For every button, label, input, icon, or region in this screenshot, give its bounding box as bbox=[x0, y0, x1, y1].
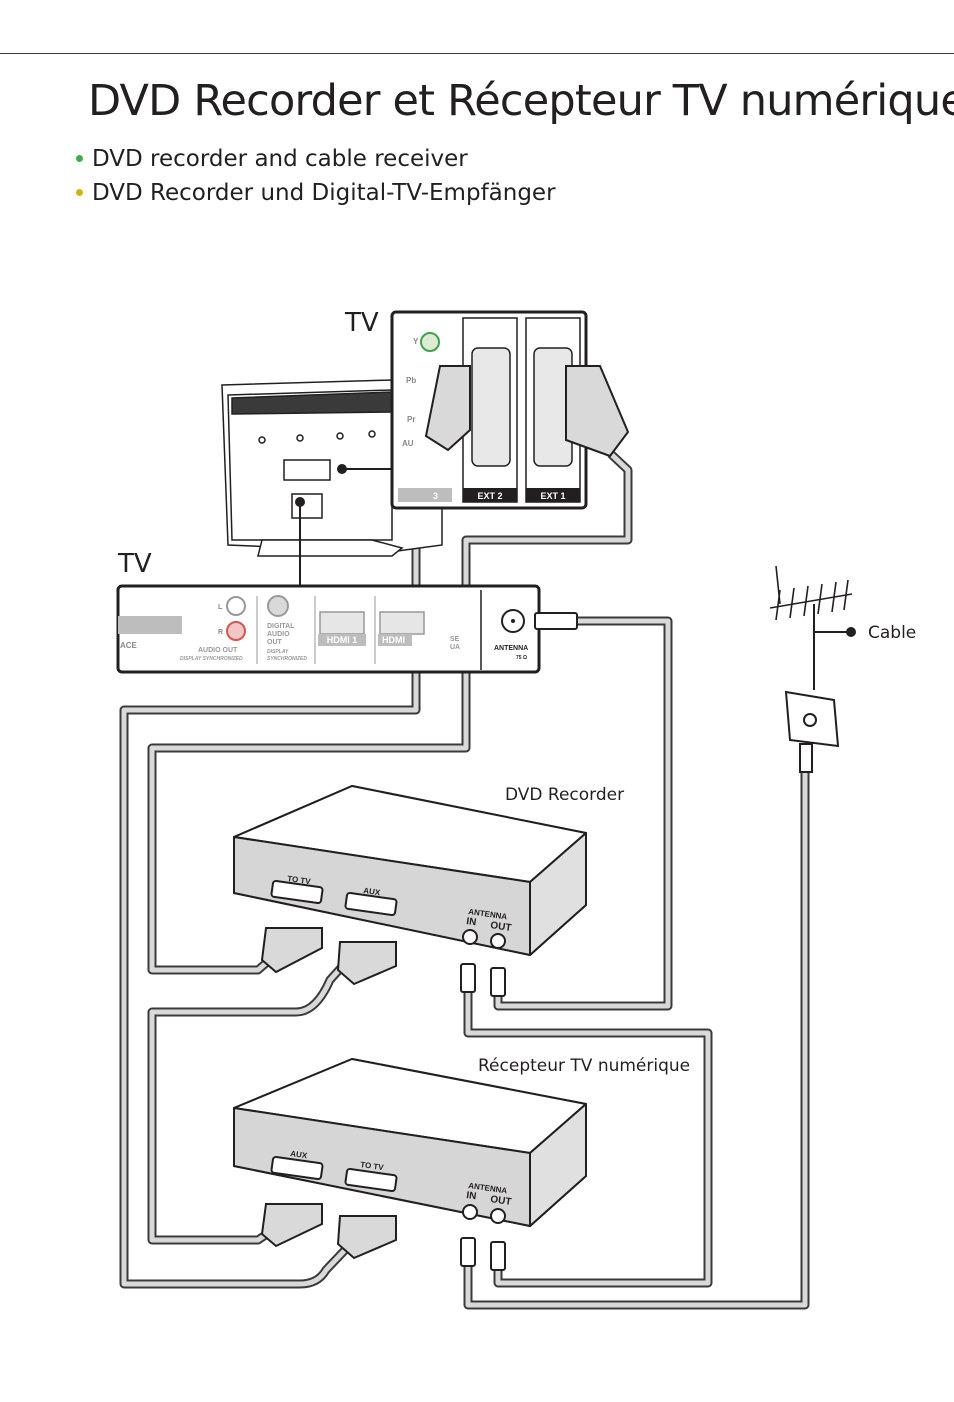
receiver-antenna-out-plug bbox=[490, 1241, 506, 1271]
hdmi2-label: HDMI bbox=[382, 635, 405, 645]
ext3-label: 3 bbox=[433, 491, 438, 501]
bullet-text-english: DVD recorder and cable receiver bbox=[92, 146, 468, 172]
dvd-scart-to-tv-label: TO TV bbox=[287, 874, 312, 886]
cable-callout-dot bbox=[846, 627, 856, 637]
dvd-recorder-label: DVD Recorder bbox=[505, 785, 624, 805]
page-title: DVD Recorder et Récepteur TV numérique bbox=[88, 76, 954, 126]
receiver-antenna-in-label: IN bbox=[466, 1190, 477, 1202]
receiver-box bbox=[233, 1058, 587, 1227]
hdmi1-label: HDMI 1 bbox=[327, 635, 358, 645]
aerial-icon bbox=[769, 565, 853, 690]
hdmi2-port bbox=[379, 611, 425, 635]
top-rule bbox=[0, 53, 954, 54]
cable-label: Cable bbox=[868, 623, 916, 643]
ext2-label-bg bbox=[463, 488, 517, 502]
audio-l-jack bbox=[226, 596, 246, 616]
digital-audio-label-2: AUDIO bbox=[267, 631, 290, 638]
dvd-recorder-box bbox=[233, 785, 587, 956]
bullet-item-english: DVD recorder and cable receiver bbox=[76, 142, 556, 176]
dvd-antenna-out-plug bbox=[490, 967, 506, 997]
component-pb-label: Pb bbox=[406, 376, 416, 385]
digital-audio-label-1: DIGITAL bbox=[267, 623, 295, 630]
hdmi1-port bbox=[319, 611, 365, 635]
tv-rear-illustration bbox=[221, 379, 443, 557]
display-sync-label-2b: SYNCHRONIZED bbox=[267, 656, 307, 662]
tv-back-panel: Y Pb Pr AU 3 EXT 2 EXT 1 bbox=[390, 310, 630, 510]
dvd-antenna-out-label: OUT bbox=[490, 920, 512, 934]
bullet-dot-icon bbox=[76, 189, 83, 196]
dvd-scart-aux-label: AUX bbox=[363, 886, 382, 897]
receiver-scart-aux-label: AUX bbox=[290, 1149, 309, 1160]
audio-r-label: R bbox=[218, 629, 223, 636]
ext3-label-bg bbox=[398, 488, 452, 502]
receiver-scart-to-tv-label: TO TV bbox=[360, 1160, 385, 1172]
dvd-scart-plug-1-icon bbox=[260, 927, 323, 974]
dvd-scart-plug-2-icon bbox=[336, 941, 397, 986]
bullet-list: DVD recorder and cable receiver DVD Reco… bbox=[76, 142, 556, 210]
hdmi2-label-bg bbox=[378, 634, 412, 646]
scart-plug-ext1-icon bbox=[565, 365, 630, 458]
tv-callout-dot-1 bbox=[337, 464, 347, 474]
receiver-antenna-in-plug bbox=[460, 1237, 476, 1267]
tv-label-top: TV bbox=[344, 308, 379, 338]
cables bbox=[119, 441, 810, 1310]
audio-l-label: L bbox=[218, 604, 223, 611]
tv-callout-dot-2 bbox=[295, 497, 305, 507]
wall-socket-icon bbox=[784, 690, 840, 773]
audio-r-jack bbox=[226, 621, 246, 641]
component-y-label: Y bbox=[413, 337, 419, 346]
bullet-item-german: DVD Recorder und Digital-TV-Empfänger bbox=[76, 176, 556, 210]
component-y-jack bbox=[420, 332, 440, 352]
ext1-label-bg bbox=[526, 488, 580, 502]
antenna-plug-icon bbox=[534, 612, 578, 630]
component-pr-label: Pr bbox=[407, 415, 415, 424]
receiver-label: Récepteur TV numérique bbox=[478, 1056, 690, 1076]
hdmi1-label-bg bbox=[318, 634, 366, 646]
receiver-scart-plug-1-icon bbox=[260, 1203, 323, 1248]
tv-side-panel: ACE L R AUDIO OUT DISPLAY SYNCHRONIZED D… bbox=[116, 584, 578, 674]
receiver-antenna-out-label: OUT bbox=[490, 1194, 512, 1208]
tv-label-side: TV bbox=[117, 549, 152, 579]
tv-antenna-label: ANTENNA bbox=[494, 645, 528, 652]
bullet-text-german: DVD Recorder und Digital-TV-Empfänger bbox=[92, 180, 556, 206]
dvd-antenna-in-label: IN bbox=[466, 916, 477, 928]
audio-out-label: AUDIO OUT bbox=[198, 647, 238, 654]
ext2-label: EXT 2 bbox=[477, 491, 502, 501]
dvd-antenna-in-plug bbox=[460, 963, 476, 993]
service-fragment-2: UA bbox=[450, 644, 460, 651]
receiver-scart-plug-2-icon bbox=[336, 1215, 397, 1260]
service-fragment-1: SE bbox=[450, 636, 460, 643]
ext1-label: EXT 1 bbox=[540, 491, 565, 501]
bullet-dot-icon bbox=[76, 155, 83, 162]
display-sync-label-1: DISPLAY SYNCHRONIZED bbox=[180, 656, 243, 662]
interface-fragment-label: ACE bbox=[120, 641, 138, 650]
audio-partial-label: AU bbox=[402, 439, 414, 448]
digital-audio-label-3: OUT bbox=[267, 639, 283, 646]
scart-plug-ext2-icon bbox=[424, 365, 471, 452]
display-sync-label-2a: DISPLAY bbox=[267, 649, 289, 655]
tv-antenna-ohm-label: 75 Ω bbox=[516, 655, 527, 661]
digital-audio-out-jack bbox=[267, 595, 289, 617]
